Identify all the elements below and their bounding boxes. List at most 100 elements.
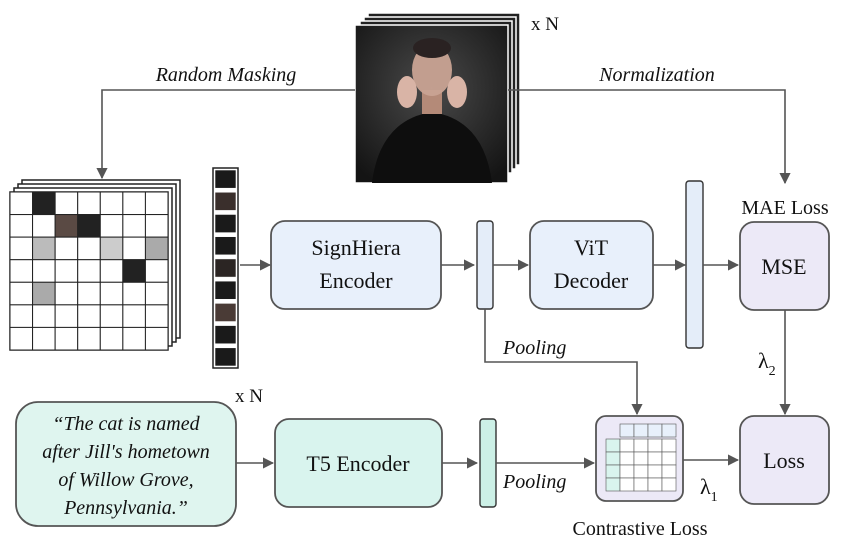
patch-cell	[54, 281, 79, 306]
patch-cell	[122, 191, 146, 216]
encoder-feature-bar	[476, 220, 494, 310]
normalization-arrow	[508, 89, 791, 185]
patch-cell	[122, 259, 146, 283]
patch-cell	[77, 214, 101, 238]
patch-cell	[122, 214, 146, 238]
patch-cell	[99, 281, 124, 306]
patch-cell	[32, 236, 56, 261]
video-token-cell	[661, 423, 677, 438]
patch-cell	[144, 259, 169, 283]
similarity-cell	[661, 464, 677, 479]
quote-line-2: after Jill's hometown	[42, 441, 210, 463]
patch-cell	[54, 259, 79, 283]
video-token-cell	[647, 423, 663, 438]
vit-line-1: ViT	[574, 235, 609, 260]
similarity-cell	[647, 464, 663, 479]
signer-video-frame	[354, 24, 509, 184]
patch-cell	[9, 191, 34, 216]
patch-cell	[99, 259, 124, 283]
mse-label: MSE	[761, 254, 806, 279]
decoder-output-bar	[685, 180, 704, 349]
patch-cell	[32, 214, 56, 238]
top-repeat-label: x N	[531, 14, 559, 35]
text-token-cell	[605, 477, 621, 492]
text-token-cell	[605, 438, 621, 453]
vit-line-2: Decoder	[554, 268, 629, 293]
similarity-cell	[647, 438, 663, 453]
random-masking-arrow	[96, 89, 355, 180]
patch-cell	[122, 326, 146, 351]
text-repeat-label: x N	[235, 386, 263, 407]
text-feature-bar	[479, 418, 497, 508]
patch-cell	[9, 304, 34, 328]
similarity-cell	[619, 451, 635, 466]
t5-encoder-block: T5 Encoder	[274, 418, 443, 508]
patch-cell	[99, 326, 124, 351]
vit-decoder-block: ViT Decoder	[529, 220, 654, 310]
similarity-cell	[619, 464, 635, 479]
pooling-video-arrow	[484, 309, 643, 416]
token-strip	[212, 167, 239, 369]
patch-cell	[144, 281, 169, 306]
t5-label: T5 Encoder	[306, 451, 410, 476]
patch-cell	[99, 236, 124, 261]
patch-cell	[32, 326, 56, 351]
similarity-cell	[661, 451, 677, 466]
mae-loss-label: MAE Loss	[741, 197, 828, 219]
patch-cell	[144, 191, 169, 216]
signhiera-line-2: Encoder	[319, 268, 393, 293]
lambda2-label: λ2	[758, 348, 776, 379]
token-cell	[214, 214, 237, 233]
patch-cell	[144, 304, 169, 328]
token-cell	[214, 169, 237, 189]
contrastive-loss-label: Contrastive Loss	[573, 518, 708, 540]
token-cell	[214, 236, 237, 256]
pooling-top-label: Pooling	[502, 337, 566, 359]
pooling-bottom-label: Pooling	[502, 471, 566, 493]
similarity-cell	[633, 451, 649, 466]
similarity-cell	[633, 438, 649, 453]
text-token-cell	[605, 464, 621, 479]
token-cell	[214, 347, 237, 367]
patch-cell	[32, 281, 56, 306]
patch-cell	[9, 236, 34, 261]
normalization-label: Normalization	[598, 64, 715, 86]
loss-label: Loss	[763, 448, 805, 473]
patch-cell	[77, 259, 101, 283]
patch-cell	[54, 326, 79, 351]
similarity-cell	[661, 477, 677, 492]
video-token-cell	[619, 423, 635, 438]
token-cell	[214, 280, 237, 300]
quote-line-3: of Willow Grove,	[58, 469, 193, 491]
similarity-cell	[647, 477, 663, 492]
similarity-cell	[619, 438, 635, 453]
patch-cell	[9, 281, 34, 306]
patch-cell	[32, 259, 56, 283]
token-cell	[214, 258, 237, 278]
patch-cell	[9, 214, 34, 238]
patch-cell	[99, 191, 124, 216]
patch-cell	[77, 326, 101, 351]
quote-line-4: Pennsylvania.”	[63, 497, 188, 519]
patch-cell	[144, 326, 169, 351]
masked-patch-grid	[9, 179, 181, 351]
text-token-cell	[605, 451, 621, 466]
patch-cell	[99, 214, 124, 238]
patch-cell	[9, 326, 34, 351]
loss-block: Loss	[739, 415, 830, 505]
patch-cell	[144, 214, 169, 238]
similarity-cell	[647, 451, 663, 466]
patch-cell	[77, 191, 101, 216]
similarity-cell	[633, 477, 649, 492]
patch-cell	[99, 304, 124, 328]
token-cell	[214, 303, 237, 322]
contrastive-matrix	[595, 415, 684, 502]
patch-cell	[54, 214, 79, 238]
video-frame-stack	[354, 12, 521, 184]
similarity-cell	[661, 438, 677, 453]
patch-cell	[9, 259, 34, 283]
patch-cell	[122, 236, 146, 261]
lambda1-label: λ1	[700, 474, 718, 505]
token-cell	[214, 325, 237, 345]
